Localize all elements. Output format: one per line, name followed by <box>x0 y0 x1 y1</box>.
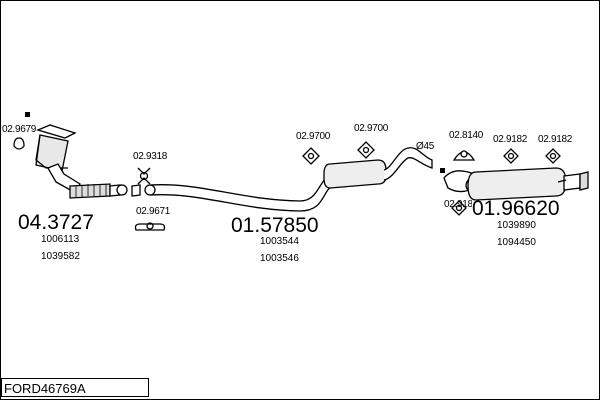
label-02-9671: 02.9671 <box>136 206 171 217</box>
label-02-9182-c: 02.9182 <box>444 200 472 210</box>
group-ref-number: 1039890 <box>497 220 536 231</box>
label-02-9318: 02.9318 <box>133 151 168 162</box>
label-02-9182-b: 02.9182 <box>538 134 573 145</box>
gasket-icon <box>137 167 151 185</box>
group-ref-number: 1003544 <box>260 236 299 247</box>
middle-silencer-icon <box>323 147 433 189</box>
rubber-ring-icon <box>451 148 561 216</box>
group-main-number: 04.3727 <box>18 211 94 234</box>
group-ref-number: 1094450 <box>497 237 536 248</box>
clip-icon <box>13 112 30 150</box>
group-main-number: 01.57850 <box>231 214 319 237</box>
label-diameter: Ø45 <box>416 141 435 152</box>
catalytic-converter-icon <box>35 124 128 199</box>
group-ref-number: 1003546 <box>260 253 299 264</box>
group-main-number: 01.96620 <box>472 197 560 220</box>
label-02-9700-b: 02.9700 <box>354 123 389 134</box>
middle-pipe-icon <box>131 174 333 212</box>
label-02-9679: 02.9679 <box>2 124 37 135</box>
label-02-9700-a: 02.9700 <box>296 131 331 142</box>
part-number-tag: FORD46769A <box>1 378 149 397</box>
rear-silencer-icon <box>440 167 589 201</box>
flange-icon <box>134 222 166 231</box>
rubber-mount-icon <box>302 141 375 165</box>
label-02-9182-a: 02.9182 <box>493 134 528 145</box>
hanger-icon <box>452 150 476 161</box>
group-ref-number: 1006113 <box>41 234 80 245</box>
label-02-8140: 02.8140 <box>449 130 484 141</box>
group-ref-number: 1039582 <box>41 251 80 262</box>
